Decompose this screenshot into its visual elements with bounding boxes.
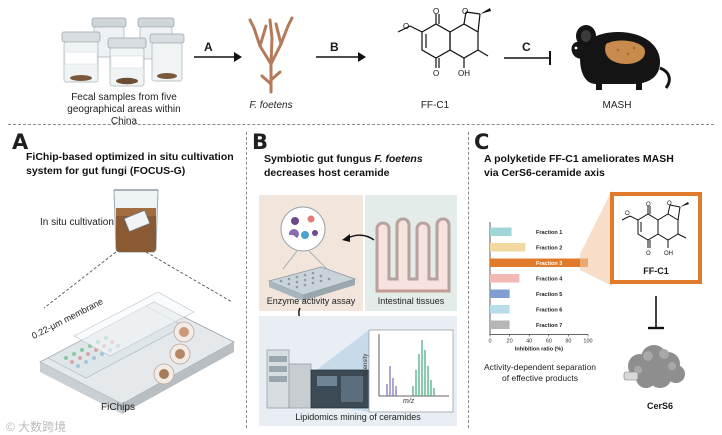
arrow-b-icon <box>316 52 366 62</box>
arrow-a-icon <box>194 52 242 62</box>
panel-b-title-pre: Symbiotic gut fungus <box>264 153 375 165</box>
lipidomics-label: Lipidomics mining of ceramides <box>295 412 421 422</box>
beaker-in-situ-cultivation <box>113 189 159 253</box>
ff-c1-highlight-box <box>610 192 702 284</box>
svg-text:O: O <box>433 69 439 78</box>
separator-a-b <box>246 132 247 428</box>
fungus-label: F. foetens <box>249 100 293 111</box>
inhibition-bar-icon <box>648 296 664 330</box>
disease-label: MASH <box>602 100 632 111</box>
chart-category-label: Fraction 3 <box>536 261 562 267</box>
arrow-b-label: B <box>330 40 339 54</box>
caption-line-1: Activity-dependent separation <box>484 362 596 372</box>
fraction-inhibition-chart: Fraction 1 Fraction 2 Fraction 3 Fraction 4… <box>488 222 593 353</box>
panel-b-title: Symbiotic gut fungus F. foetens decrease… <box>264 152 464 180</box>
separation-caption: Activity-dependent separation of effecti… <box>480 362 600 384</box>
zoom-lines <box>43 251 233 309</box>
chart-bar <box>490 305 510 314</box>
in-situ-cultivation-label: In situ cultivation <box>40 217 114 228</box>
svg-text:O: O <box>403 22 409 31</box>
panel-b-title-line-1: Symbiotic gut fungus F. foetens <box>264 152 464 166</box>
chart-category-label: Fraction 7 <box>536 323 562 329</box>
chart-bar <box>490 258 588 267</box>
watermark: © 大数跨境 <box>6 420 67 434</box>
chart-category-label: Fraction 2 <box>536 246 562 252</box>
jar-front-right <box>149 33 185 82</box>
compound-label-box: FF-C1 <box>643 266 669 276</box>
panel-a-title-line-2: system for gut fungi (FOCUS-G) <box>26 165 186 177</box>
panel-a-title-line-1: FiChip-based optimized in situ cultivati… <box>26 151 234 163</box>
chart-bar <box>490 320 510 329</box>
chart-category-label: Fraction 5 <box>536 292 562 298</box>
compound-label-top: FF-C1 <box>420 100 450 111</box>
chart-x-tick-label: 60 <box>546 339 552 345</box>
fungus-f-foetens-illustration <box>248 16 294 94</box>
jar-front-middle <box>107 37 147 87</box>
chart-bar <box>490 243 526 252</box>
svg-text:O: O <box>433 8 439 16</box>
chart-x-axis-label: Inhibition ratio (%) <box>515 347 563 353</box>
panel-c-letter: C <box>474 130 490 154</box>
panel-c-title: A polyketide FF-C1 ameliorates MASH via … <box>484 152 716 180</box>
svg-text:O: O <box>667 201 672 207</box>
separator-b-c <box>468 132 469 428</box>
cers6-protein-illustration <box>623 345 685 388</box>
panel-c-title-line-1: A polyketide FF-C1 ameliorates MASH <box>484 153 674 165</box>
panel-a-title: FiChip-based optimized in situ cultivati… <box>26 150 240 178</box>
chart-x-tick-label: 40 <box>526 339 532 345</box>
svg-text:O: O <box>646 251 651 257</box>
mass-spectrum-chart <box>378 334 449 397</box>
ms-ylabel: Intensity <box>363 353 369 376</box>
chart-bar <box>490 289 510 298</box>
curved-arrow-icon <box>342 234 375 242</box>
lcms-instrument-illustration <box>266 329 454 413</box>
chart-x-tick-label: 80 <box>565 339 571 345</box>
chart-category-label: Fraction 1 <box>536 230 562 236</box>
panel-b-title-line-2: decreases host ceramide <box>264 167 390 179</box>
intestinal-tissues-label: Intestinal tissues <box>377 296 445 306</box>
chart-category-label: Fraction 4 <box>536 277 563 283</box>
fecal-label-line-1: Fecal samples from five <box>71 92 177 103</box>
chart-x-tick-label: 100 <box>583 339 592 345</box>
arrow-a-label: A <box>204 40 213 54</box>
fecal-sample-jars-illustration <box>61 17 185 87</box>
top-separator <box>8 124 714 125</box>
fecal-samples-label: Fecal samples from five geographical are… <box>54 92 194 128</box>
fichips-device-illustration <box>39 292 235 414</box>
chart-x-tick-label: 20 <box>507 339 513 345</box>
panel-b-title-italic: F. foetens <box>374 153 423 165</box>
panel-c-title-line-2: via CerS6-ceramide axis <box>484 167 605 179</box>
panel-b-letter: B <box>252 130 269 154</box>
fichips-label: FiChips <box>101 402 135 413</box>
chart-category-label: Fraction 6 <box>536 308 562 314</box>
caption-line-2: of effective products <box>502 373 578 383</box>
fecal-label-line-2: geographical areas within China <box>67 104 181 127</box>
enzyme-assay-illustration <box>267 206 357 301</box>
svg-text:OH: OH <box>458 69 470 78</box>
mouse-with-liver-illustration <box>571 25 671 90</box>
ff-c1-molecule-structure: O O O O OH <box>397 8 491 78</box>
intestinal-villi-illustration <box>375 217 451 293</box>
arrow-c-label: C <box>522 40 531 54</box>
cers6-label: CerS6 <box>646 401 673 411</box>
highlight-connector <box>580 190 612 286</box>
chart-bar <box>490 274 520 283</box>
svg-text:O: O <box>462 8 468 16</box>
svg-text:O: O <box>625 211 630 217</box>
panel-a-letter: A <box>12 130 29 154</box>
svg-text:OH: OH <box>664 251 673 257</box>
svg-text:O: O <box>646 202 651 208</box>
chart-bar <box>490 227 512 236</box>
chart-x-tick-label: 0 <box>488 339 491 345</box>
jar-front-left <box>61 31 101 83</box>
enzyme-assay-label: Enzyme activity assay <box>266 296 356 306</box>
ff-c1-molecule-structure-small: O O O O OH <box>621 201 689 257</box>
inhibition-arrow-c-icon <box>504 51 551 65</box>
ms-xlabel: m/z <box>403 398 415 405</box>
